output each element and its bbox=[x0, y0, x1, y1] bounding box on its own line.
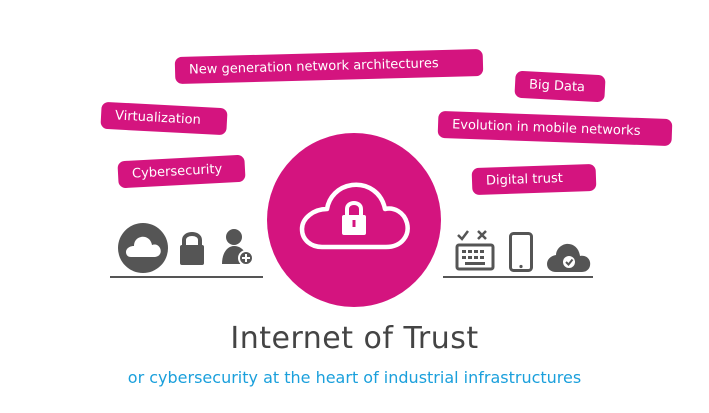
add-user-icon bbox=[222, 229, 254, 266]
left-baseline bbox=[110, 276, 263, 278]
page-subtitle: or cybersecurity at the heart of industr… bbox=[127, 368, 582, 387]
cloud-icon bbox=[118, 223, 168, 273]
tag-big-data: Big Data bbox=[514, 70, 606, 103]
tag-new-generation-network-architectures: New generation network architectures bbox=[174, 48, 484, 85]
cloud-check-icon bbox=[547, 243, 591, 272]
tag-evolution-in-mobile-networks: Evolution in mobile networks bbox=[437, 110, 673, 147]
page-title: Internet of Trust bbox=[230, 321, 479, 356]
tag-virtualization: Virtualization bbox=[100, 101, 228, 136]
check-cross-keyboard-icon bbox=[455, 230, 495, 271]
central-hub-circle bbox=[267, 133, 441, 307]
smartphone-icon bbox=[509, 232, 533, 272]
cloud-lock-icon bbox=[299, 182, 410, 250]
tag-digital-trust: Digital trust bbox=[471, 163, 597, 196]
right-baseline bbox=[443, 276, 593, 278]
padlock-icon bbox=[180, 232, 204, 265]
tag-cybersecurity: Cybersecurity bbox=[117, 154, 246, 189]
